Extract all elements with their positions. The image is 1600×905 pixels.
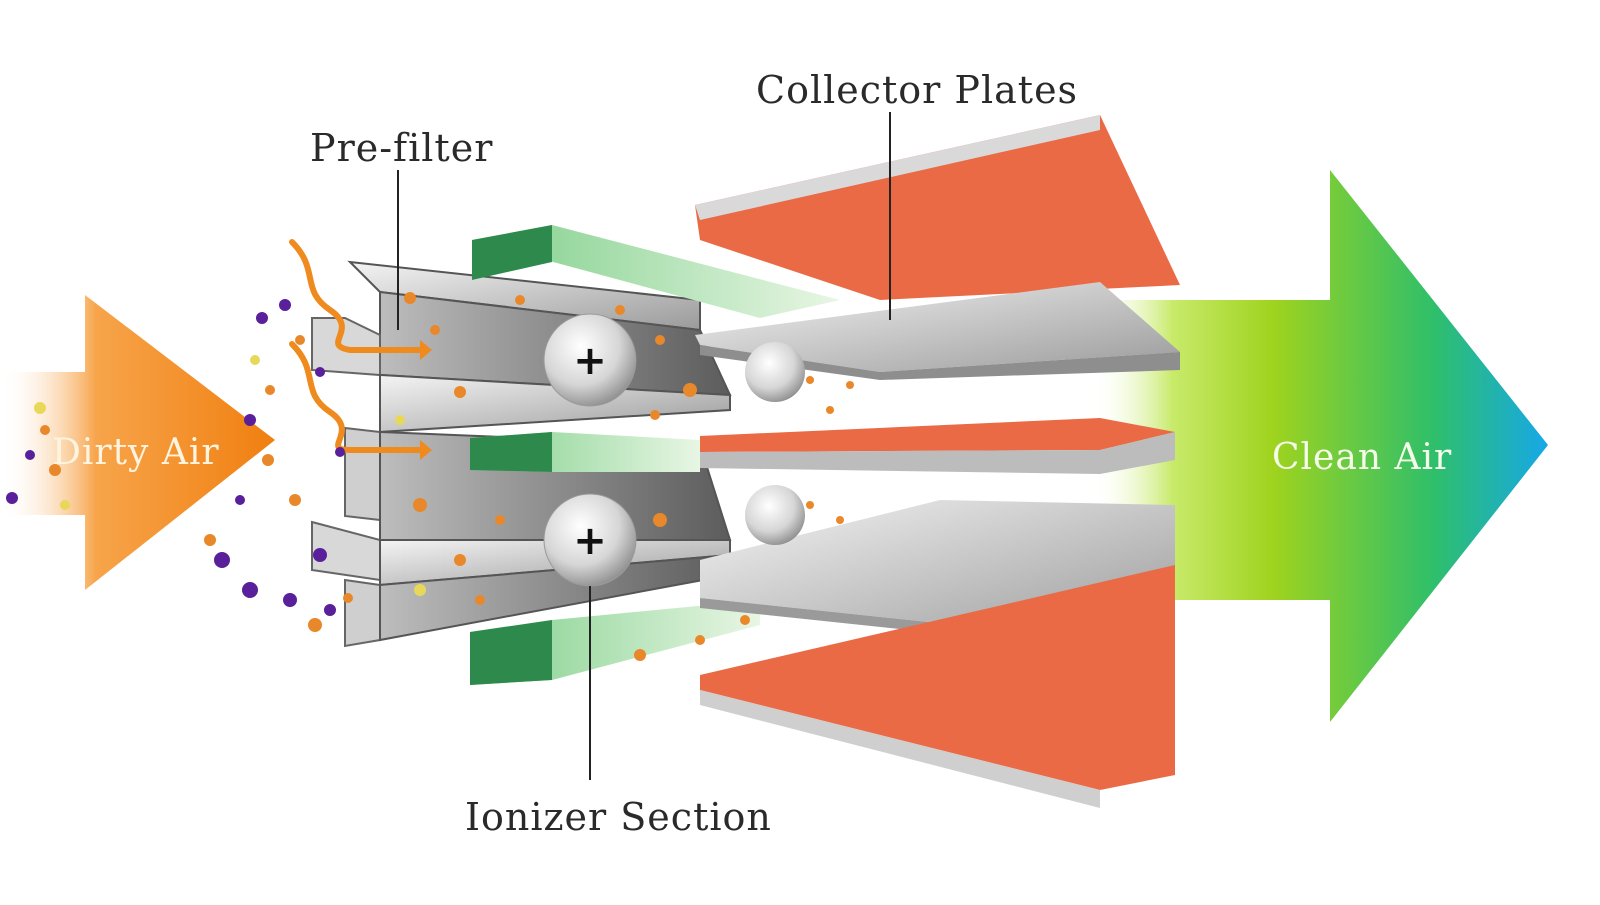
dust-particle-icon [235,495,245,505]
plus-sign: + [573,518,607,564]
dust-particle-icon [262,454,274,466]
ionizer-node-bottom: + [543,493,637,587]
dust-particle-icon [204,534,216,546]
dust-particle-icon [634,649,646,661]
dust-particle-icon [806,501,814,509]
dust-particle-icon [250,355,260,365]
dust-particle-icon [414,584,426,596]
dust-particle-icon [695,635,705,645]
dust-particles [6,292,854,661]
dust-particle-icon [34,402,46,414]
dust-particle-icon [283,593,297,607]
dust-particle-icon [650,410,660,420]
dust-particle-icon [289,494,301,506]
label-ionizer-section: Ionizer Section [465,795,772,839]
dust-particle-icon [454,554,466,566]
dust-particle-icon [244,414,256,426]
collector-plates [695,115,1180,808]
dust-particle-icon [615,305,625,315]
label-pre-filter: Pre-filter [310,126,494,170]
dust-particle-icon [806,376,814,384]
dust-particle-icon [295,335,305,345]
dust-particle-icon [308,618,322,632]
dust-particle-icon [740,615,750,625]
dust-particle-icon [256,312,268,324]
dust-particle-icon [430,325,440,335]
air-flow-arrowhead [420,440,432,460]
dust-particle-icon [335,447,345,457]
dust-particle-icon [404,292,416,304]
dust-particle-icon [454,386,466,398]
dust-particle-icon [495,515,505,525]
dust-particle-icon [655,335,665,345]
dust-particle-icon [395,415,405,425]
dust-particle-icon [324,604,336,616]
ionizer-node-top: + [543,313,637,407]
dust-particle-icon [60,500,70,510]
dust-particle-icon [413,498,427,512]
dirty-air-arrow [0,295,275,590]
dust-particle-icon [683,383,697,397]
dust-particle-icon [515,295,525,305]
dust-particle-icon [49,464,61,476]
dust-particle-icon [653,513,667,527]
dust-particle-icon [315,367,325,377]
dust-particle-icon [313,548,327,562]
plus-sphere-icon [543,313,637,407]
air-flow-arrowhead [420,340,432,360]
clean-air-arrow [1090,170,1548,722]
dust-particle-icon [242,582,258,598]
pre-filter-assembly [311,260,732,648]
ionizer-bars [470,225,840,685]
charged-particle-sphere [745,485,805,545]
charged-particle-sphere [745,342,805,402]
dust-particle-icon [40,425,50,435]
label-collector-plates: Collector Plates [756,68,1079,112]
dust-particle-icon [826,406,834,414]
label-dirty-air: Dirty Air [52,432,220,473]
dust-particle-icon [25,450,35,460]
dust-particle-icon [214,552,230,568]
dust-particle-icon [846,381,854,389]
label-clean-air: Clean Air [1272,437,1453,478]
dust-particle-icon [343,593,353,603]
dust-particle-icon [475,595,485,605]
dust-particle-icon [6,492,18,504]
dust-particle-icon [279,299,291,311]
dust-particle-icon [836,516,844,524]
plus-sign: + [573,338,607,384]
dust-particle-icon [265,385,275,395]
